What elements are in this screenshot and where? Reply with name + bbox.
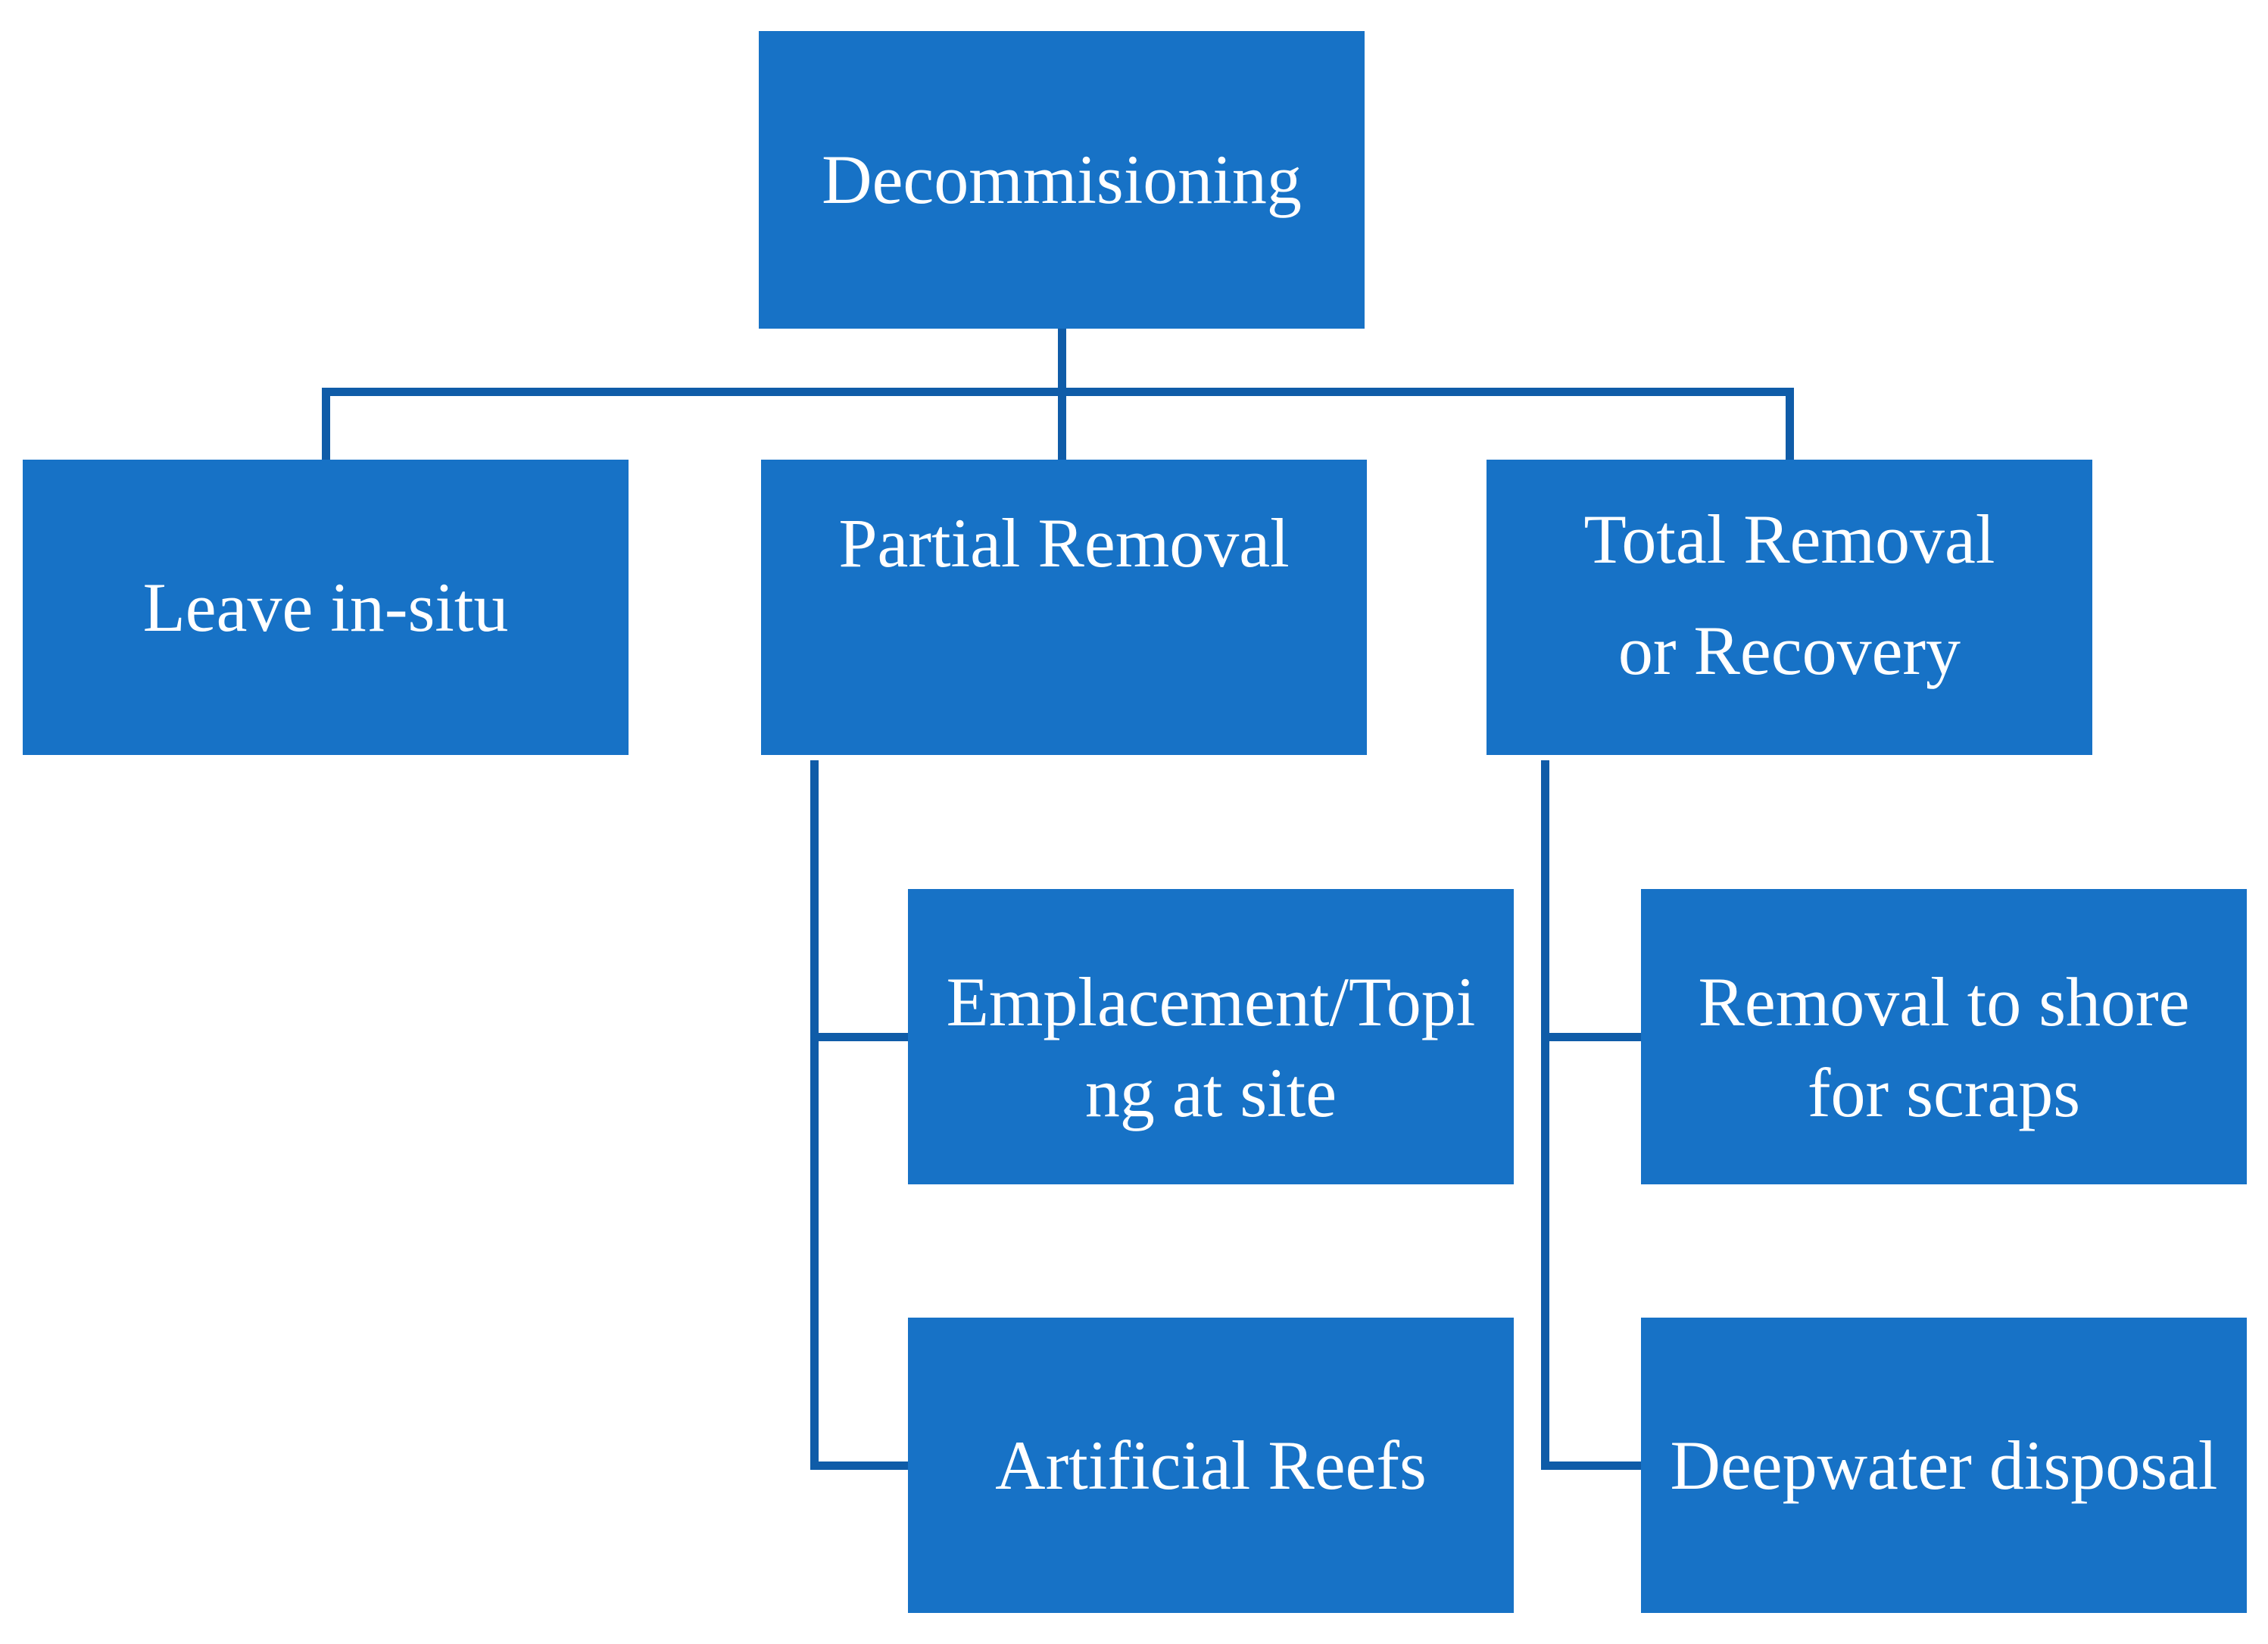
connector-level1-horizontal: [322, 388, 1794, 396]
node-partial-removal: Partial Removal: [761, 460, 1367, 755]
node-label: Decommisioning: [822, 141, 1302, 219]
node-label-line: Emplacement/Topi: [946, 963, 1476, 1041]
node-deepwater-disposal: Deepwater disposal: [1641, 1318, 2247, 1613]
connector-total-removal-trunk: [1541, 760, 1549, 1470]
connector-leave-in-situ-drop: [322, 388, 330, 460]
connector-removal-to-shore-branch: [1541, 1033, 1641, 1041]
node-label: Partial Removal: [838, 504, 1290, 582]
node-label-line: Removal to shore: [1698, 963, 2190, 1041]
node-label-line: for scraps: [1807, 1054, 2081, 1131]
node-decommissioning: Decommisioning: [759, 31, 1365, 329]
connector-total-removal-drop: [1786, 388, 1794, 460]
node-label: Leave in-situ: [142, 568, 509, 646]
node-label-line: or Recovery: [1618, 612, 1961, 690]
node-label: Deepwater disposal: [1670, 1426, 2218, 1504]
node-total-removal-or-recovery: Total Removal or Recovery: [1487, 460, 2092, 755]
node-label-line: Total Removal: [1583, 501, 1995, 578]
node-label-line: ng at site: [1084, 1054, 1337, 1131]
node-label: Artificial Reefs: [995, 1426, 1427, 1504]
connector-artificial-reefs-branch: [810, 1462, 908, 1470]
connector-deepwater-disposal-branch: [1541, 1462, 1641, 1470]
connector-emplacement-branch: [810, 1033, 908, 1041]
node-removal-to-shore-for-scraps: Removal to shore for scraps: [1641, 889, 2247, 1184]
node-artificial-reefs: Artificial Reefs: [908, 1318, 1514, 1613]
node-emplacement-toping-at-site: Emplacement/Topi ng at site: [908, 889, 1514, 1184]
node-leave-in-situ: Leave in-situ: [23, 460, 629, 755]
connector-partial-removal-trunk: [810, 760, 819, 1470]
